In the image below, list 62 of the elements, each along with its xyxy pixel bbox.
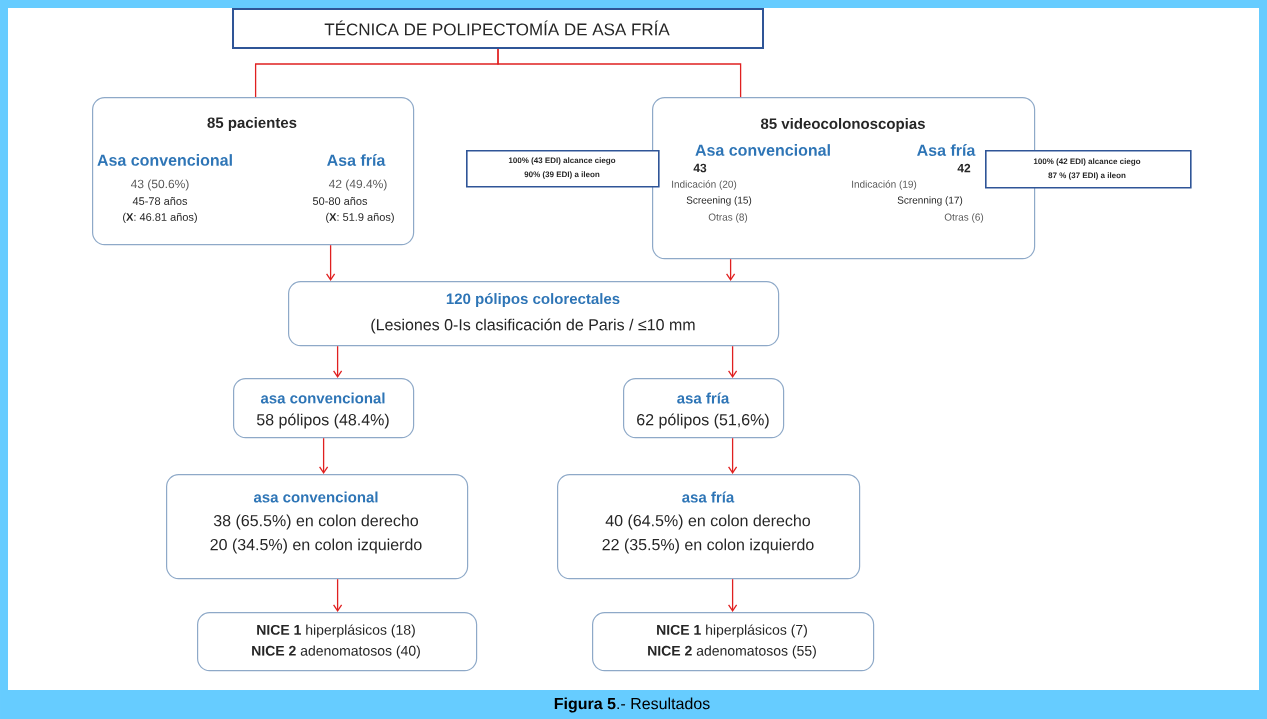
group-heading: Asa fría — [327, 154, 386, 166]
text-line: 90% (39 EDI) a ileon — [524, 171, 600, 179]
text-line: NICE 1 hiperplásicos (7) — [657, 624, 807, 638]
text-line: 87 % (37 EDI) a ileon — [1048, 172, 1126, 180]
group-heading: 120 pólipos colorectales — [446, 292, 620, 308]
group-heading: asa fría — [677, 392, 730, 404]
text-line: 50-80 años — [312, 197, 368, 205]
arrow — [332, 578, 343, 612]
text-line: 45-78 años — [132, 197, 188, 205]
text-line: NICE 1 hiperplásicos (18) — [257, 624, 415, 638]
rounded-box — [166, 474, 469, 580]
text-line: 58 pólipos (48.4%) — [256, 413, 389, 429]
group-heading: Asa fría — [917, 144, 976, 156]
arrow — [727, 578, 738, 612]
arrow — [318, 437, 329, 474]
text-line: 20 (34.5%) en colon izquierdo — [210, 538, 422, 554]
group-heading: Asa convencional — [695, 144, 830, 156]
rounded-box — [233, 378, 415, 439]
rounded-box — [557, 474, 861, 580]
text-line: Indicación (20) — [672, 180, 737, 190]
rounded-box — [623, 378, 785, 439]
rounded-box — [652, 97, 1036, 260]
text-line: NICE 2 adenomatosos (55) — [648, 645, 816, 659]
box-heading: 85 videocolonoscopias — [760, 118, 925, 132]
note-box — [466, 150, 660, 188]
arrow — [325, 244, 336, 281]
group-heading: asa convencional — [253, 491, 378, 503]
text-line: Otras (6) — [944, 213, 984, 223]
text-line: 43 (50.6%) — [130, 179, 189, 191]
text-line: Otras (8) — [708, 213, 748, 223]
arrow — [727, 345, 738, 378]
text-line: 40 (64.5%) en colon derecho — [605, 514, 810, 530]
text-line: (X: 46.81 años) — [123, 212, 197, 224]
count-label: 42 — [957, 163, 971, 173]
text-line: (Lesiones 0-Is clasificación de Paris / ≤10 mm — [371, 318, 695, 334]
rounded-box — [592, 612, 875, 672]
text-line: 38 (65.5%) en colon derecho — [213, 514, 418, 530]
arrow — [725, 258, 736, 281]
title-text: TÉCNICA DE POLIPECTOMÍA DE ASA FRÍA — [324, 20, 670, 36]
group-heading: Asa convencional — [97, 154, 232, 166]
text-line: 100% (42 EDI) alcance ciego — [1033, 158, 1141, 166]
box-heading: 85 pacientes — [207, 117, 297, 131]
rounded-box — [288, 281, 780, 347]
rounded-box — [197, 612, 478, 672]
text-line: (X: 51.9 años) — [326, 212, 394, 224]
group-heading: asa fría — [682, 491, 735, 503]
count-label: 43 — [693, 163, 707, 173]
arrow — [332, 345, 343, 378]
text-line: 100% (43 EDI) alcance ciego — [508, 157, 616, 165]
arrow — [727, 437, 738, 474]
text-line: Indicación (19) — [852, 180, 917, 190]
figure-caption: Figura 5.- Resultados — [554, 697, 710, 713]
text-line: 22 (35.5%) en colon izquierdo — [602, 538, 814, 554]
text-line: Screening (15) — [686, 196, 752, 206]
text-line: Screnning (17) — [897, 196, 963, 206]
note-box — [985, 150, 1192, 189]
group-heading: asa convencional — [260, 392, 385, 404]
text-line: 62 pólipos (51,6%) — [637, 413, 769, 429]
text-line: NICE 2 adenomatosos (40) — [252, 645, 420, 659]
text-line: 42 (49.4%) — [328, 179, 387, 191]
rounded-box — [92, 97, 415, 246]
title-box — [232, 8, 764, 49]
